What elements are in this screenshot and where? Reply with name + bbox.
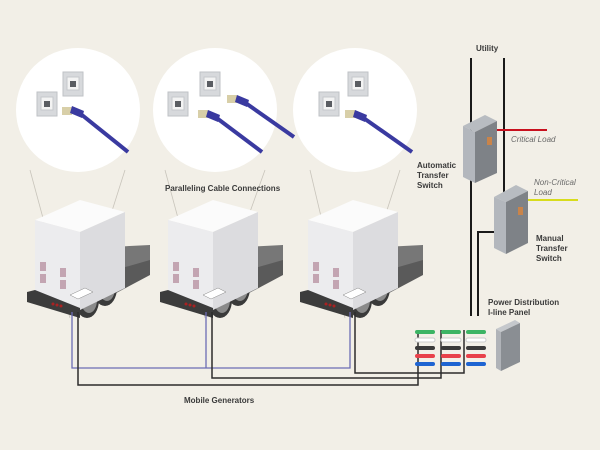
generator-1 bbox=[26, 199, 151, 319]
connector-group bbox=[465, 330, 487, 366]
connector bbox=[415, 362, 435, 366]
connector bbox=[415, 354, 435, 358]
connector bbox=[441, 362, 461, 366]
connector bbox=[415, 346, 435, 350]
connector bbox=[466, 346, 486, 350]
paralleling-label: Paralleling Cable Connections bbox=[165, 184, 281, 193]
connector bbox=[441, 346, 461, 350]
automatic-transfer-switch bbox=[463, 115, 497, 183]
callout-circle-1 bbox=[16, 48, 140, 172]
connector bbox=[465, 337, 487, 343]
mobile-generators-label: Mobile Generators bbox=[184, 396, 255, 405]
power-cable-2 bbox=[211, 312, 442, 379]
connector bbox=[466, 354, 486, 358]
connector-group bbox=[440, 330, 462, 366]
utility-label: Utility bbox=[476, 44, 499, 53]
power-cable-3 bbox=[354, 312, 465, 374]
callout-circle-3 bbox=[293, 48, 417, 172]
distribution-panel bbox=[496, 320, 520, 371]
connector-groups bbox=[414, 330, 487, 366]
generator-2 bbox=[159, 199, 284, 319]
power-cable-1 bbox=[77, 312, 419, 386]
connector bbox=[441, 330, 461, 334]
generator-3 bbox=[299, 199, 424, 319]
mts-label: Manual Transfer Switch bbox=[536, 234, 568, 263]
connector bbox=[441, 354, 461, 358]
manual-transfer-switch bbox=[494, 185, 528, 254]
callout-circle-2 bbox=[153, 48, 296, 172]
connector bbox=[414, 337, 436, 343]
critical-load-label: Critical Load bbox=[511, 135, 556, 144]
connector bbox=[415, 330, 435, 334]
connector-group bbox=[414, 330, 436, 366]
non-critical-load-label: Non-Critical Load bbox=[534, 178, 576, 197]
ats-label: Automatic Transfer Switch bbox=[417, 161, 457, 190]
paralleling-cable bbox=[71, 312, 351, 369]
connector bbox=[466, 330, 486, 334]
connector bbox=[440, 337, 462, 343]
connector bbox=[466, 362, 486, 366]
pdp-label: Power Distribution I-line Panel bbox=[488, 298, 560, 317]
